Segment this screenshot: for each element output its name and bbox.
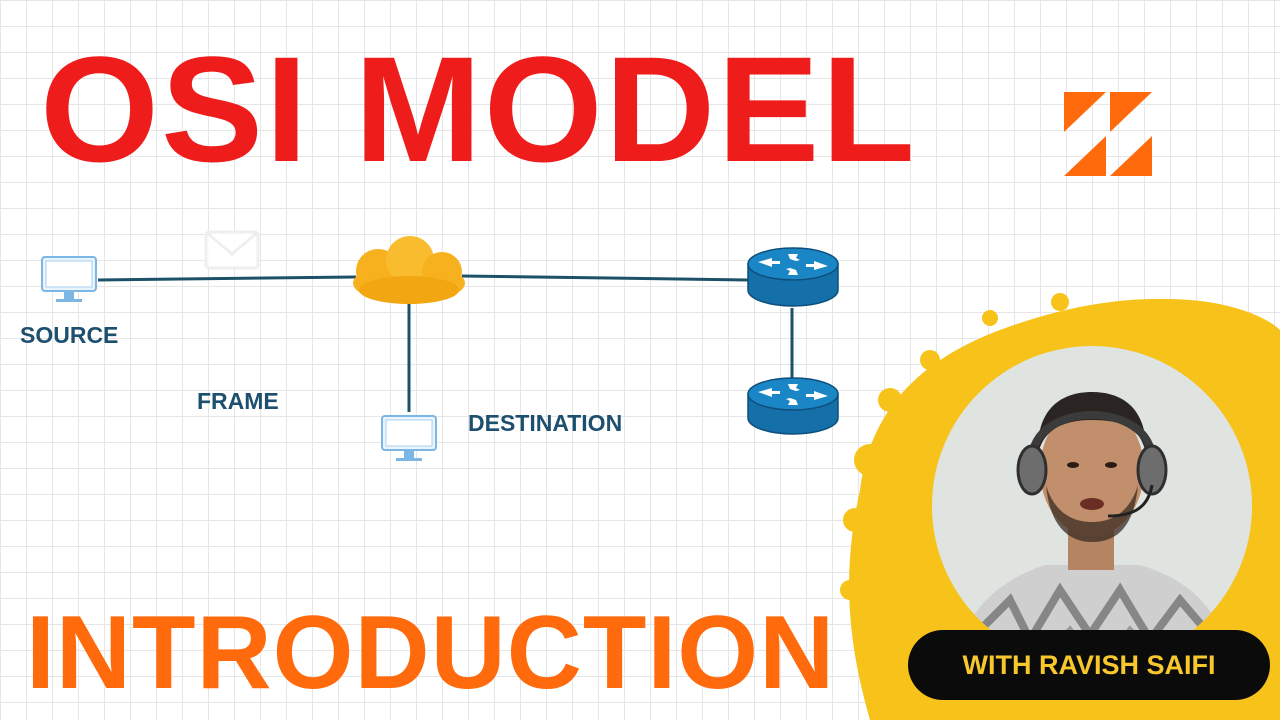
presenter-badge-text: WITH RAVISH SAIFI [962,649,1216,680]
page-subtitle: INTRODUCTION [26,595,836,711]
router-icon [747,247,839,307]
network-links [97,274,794,412]
presenter-badge: WITH RAVISH SAIFI [908,630,1270,700]
frame-label: FRAME [197,388,279,414]
cloud-icon [353,236,465,304]
router-icon [747,377,839,435]
destination-label: DESTINATION [468,410,623,436]
link-source-cloud [97,275,357,282]
page-title: OSI MODEL [40,25,917,193]
logo-icon [1064,92,1152,176]
link-cloud-router [461,274,749,282]
computer-icon [41,256,97,302]
presenter-face [1040,404,1144,536]
computer-icon [381,415,437,461]
source-label: SOURCE [20,322,119,348]
envelope-icon [204,230,260,270]
presenter-photo [840,293,1280,720]
